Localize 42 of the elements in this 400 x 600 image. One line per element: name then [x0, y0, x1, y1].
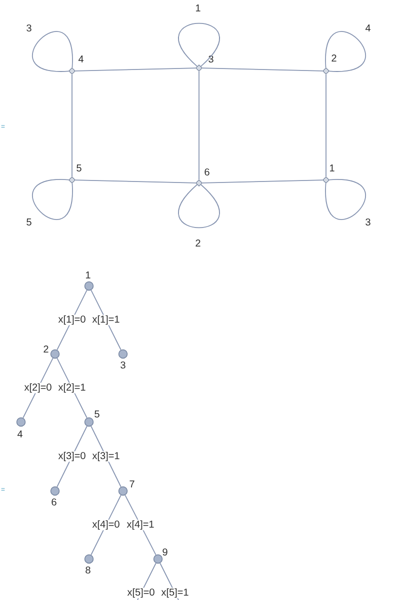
node-number: 9 [162, 548, 168, 556]
loop [325, 31, 366, 72]
edge-label: x[2]=1 [58, 382, 86, 394]
edge-label: 2 [194, 238, 202, 248]
node-number: 5 [76, 164, 82, 172]
edge-label: x[3]=0 [58, 451, 86, 462]
edge-line [198, 71, 200, 180]
loop [32, 179, 73, 220]
edge-line [202, 68, 323, 72]
edge-label: 1 [194, 4, 202, 12]
edge-label: x[5]=1 [160, 588, 190, 598]
node-number: 5 [94, 410, 100, 418]
node-number: 4 [17, 430, 22, 438]
loop [178, 22, 220, 67]
edge-label: x[5]=0 [126, 588, 156, 598]
edge-label: x[3]=1 [92, 451, 120, 462]
edge-label: x[1]=0 [58, 314, 86, 326]
node-number: 1 [86, 272, 90, 278]
edge-label: 5 [26, 218, 32, 226]
edge-label: x[2]=0 [24, 382, 52, 394]
edge-label: 4 [364, 24, 372, 32]
edge-label: x[4]=0 [92, 520, 120, 530]
node-number: 3 [208, 55, 214, 63]
node-number: 8 [86, 566, 90, 574]
node-number: 6 [52, 498, 56, 506]
edge-label: 3 [26, 24, 32, 32]
edge-line [75, 68, 196, 72]
node-number: 6 [204, 168, 210, 176]
edge-line [75, 180, 196, 184]
node-number: 2 [332, 54, 336, 62]
edge-label: x[1]=1 [92, 314, 120, 326]
node-number: 1 [330, 164, 334, 172]
loop [178, 184, 220, 228]
node-number: 3 [120, 361, 126, 369]
edge-line [202, 180, 323, 184]
edge-label: x[4]=1 [126, 520, 155, 530]
loop [32, 31, 73, 72]
node-number: 7 [130, 480, 134, 488]
node-number: 4 [78, 56, 84, 62]
node-number: 2 [44, 346, 48, 352]
loop [325, 179, 366, 220]
edge-label: 3 [364, 218, 372, 226]
